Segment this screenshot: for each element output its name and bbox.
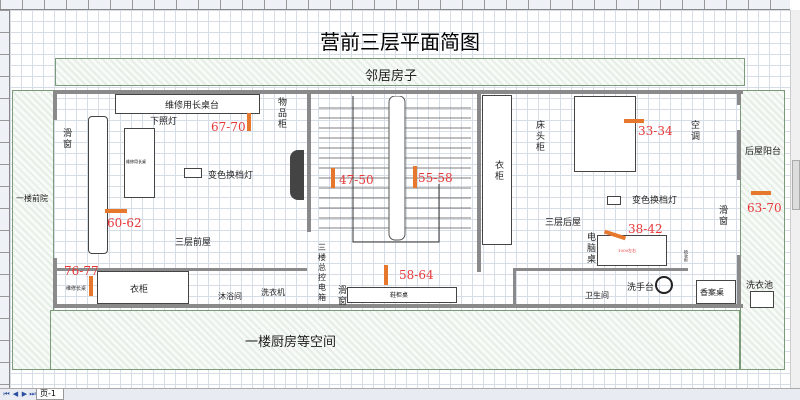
marker-label: 38-42 <box>628 222 663 236</box>
kitchen-below-label: 一楼厨房等空间 <box>245 335 337 350</box>
marker-arrow <box>89 276 93 296</box>
wall-left-lower <box>53 258 57 308</box>
marker-label: 58-64 <box>399 268 434 282</box>
front-room-label: 三层前屋 <box>175 238 212 248</box>
wardrobe <box>97 271 189 304</box>
back-room-label: 三层后屋 <box>545 218 582 228</box>
wall-right-mid <box>737 130 741 180</box>
toilet-label: 卫生间 <box>585 291 609 300</box>
wall-bottom <box>53 304 743 308</box>
wall-stair-left <box>307 92 311 232</box>
marker-label: 55-58 <box>418 171 453 185</box>
staircase <box>319 96 471 243</box>
marker-label: 47-50 <box>339 173 374 187</box>
sliding-window-label: 滑窗 <box>61 128 71 150</box>
marker-arrow <box>331 168 335 188</box>
bedside-label: 床头柜 <box>534 120 544 153</box>
wardrobe-label: 衣柜 <box>130 285 149 295</box>
laundry-sink <box>750 291 774 308</box>
marker-arrow <box>247 113 251 131</box>
wall-stair-right <box>477 92 481 272</box>
back-window-label: 滑窗 <box>717 205 727 227</box>
next-page-icon[interactable]: ▶ <box>21 390 28 398</box>
kitchen-below-area <box>50 310 740 370</box>
computer-desk-label: 电脑桌 <box>587 233 597 265</box>
back-balcony-label: 后屋阳台 <box>745 147 782 157</box>
downlight-label: 下照灯 <box>150 117 178 127</box>
sofa <box>88 116 108 254</box>
wall-back-inner <box>513 268 688 271</box>
control-panel-label: 三楼总控电箱 <box>318 243 326 302</box>
marker-label: 76-77 <box>64 264 99 278</box>
shoe-cabinet-label: 鞋柜桌 <box>390 292 409 299</box>
incense-table <box>696 280 736 304</box>
back-color-lamp-label: 变色换档灯 <box>632 196 678 206</box>
washer-label: 洗衣机 <box>261 288 285 297</box>
sink-icon <box>655 276 673 294</box>
desk-note: 1000左右 <box>618 248 637 253</box>
marker-label: 67-70 <box>211 120 246 134</box>
page-bar: ⏮ ◀ ▶ ⏭ 页-1 <box>0 388 800 400</box>
marker-label: 33-34 <box>638 124 673 138</box>
marker-arrow <box>751 191 771 195</box>
first-page-icon[interactable]: ⏮ <box>3 390 10 398</box>
vertical-ruler <box>0 10 10 388</box>
prev-page-icon[interactable]: ◀ <box>12 390 19 398</box>
storage-cabinet-label: 物品柜 <box>276 97 286 130</box>
long-table-label: 维修用长桌台 <box>165 101 220 111</box>
marker-label: 60-62 <box>107 216 142 230</box>
marker-arrow <box>413 166 417 188</box>
scroll-thumb[interactable] <box>792 160 800 210</box>
back-balcony-area <box>740 90 785 370</box>
page-tab[interactable]: 页-1 <box>36 389 64 400</box>
color-lamp-label: 变色换档灯 <box>208 171 254 181</box>
lamp-switch-icon <box>184 168 202 178</box>
stair-wardrobe <box>482 95 512 245</box>
computer-desk: 1000左右 <box>597 235 667 266</box>
stair-window-label: 滑窗 <box>336 285 346 307</box>
coffee-table: 维修用长桌 <box>124 128 155 198</box>
bathroom-label: 沐浴间 <box>218 292 242 301</box>
wall-left <box>53 90 57 120</box>
last-page-icon[interactable]: ⏭ <box>29 390 36 398</box>
sink-label: 洗手台 <box>627 283 655 293</box>
long-table <box>115 94 260 114</box>
marker-label: 63-70 <box>747 201 782 215</box>
wall-top <box>53 90 743 94</box>
stair-wardrobe-label: 衣柜 <box>493 160 503 182</box>
neighbor-label: 邻居房子 <box>365 69 418 84</box>
page-title: 营前三层平面简图 <box>320 30 480 54</box>
coffee-table-label: 维修用长桌 <box>126 159 146 164</box>
bed <box>574 96 636 172</box>
neighbor-area <box>55 58 745 86</box>
small-table-label: 维修长桌 <box>66 286 87 292</box>
ac-label: 空调 <box>689 120 699 142</box>
vertical-scrollbar[interactable] <box>790 10 800 388</box>
laundry-sink-label: 洗衣池 <box>746 281 774 291</box>
wall-right-lower <box>737 255 741 308</box>
shoe-cabinet <box>347 287 457 303</box>
back-lamp-switch-icon <box>607 196 621 205</box>
wall-right <box>737 90 741 105</box>
incense-table-label: 香案桌 <box>700 288 724 297</box>
marker-arrow <box>624 119 644 123</box>
marker-arrow <box>384 265 388 285</box>
wall-front-inner <box>57 268 307 271</box>
front-yard-area <box>12 90 54 370</box>
horizontal-ruler <box>0 0 790 10</box>
front-yard-label: 一楼前院 <box>16 194 48 203</box>
shelf-label: 梳妆柜 <box>684 250 689 262</box>
tv-icon <box>290 150 304 200</box>
marker-arrow <box>105 209 127 213</box>
wall-wc <box>513 268 516 308</box>
